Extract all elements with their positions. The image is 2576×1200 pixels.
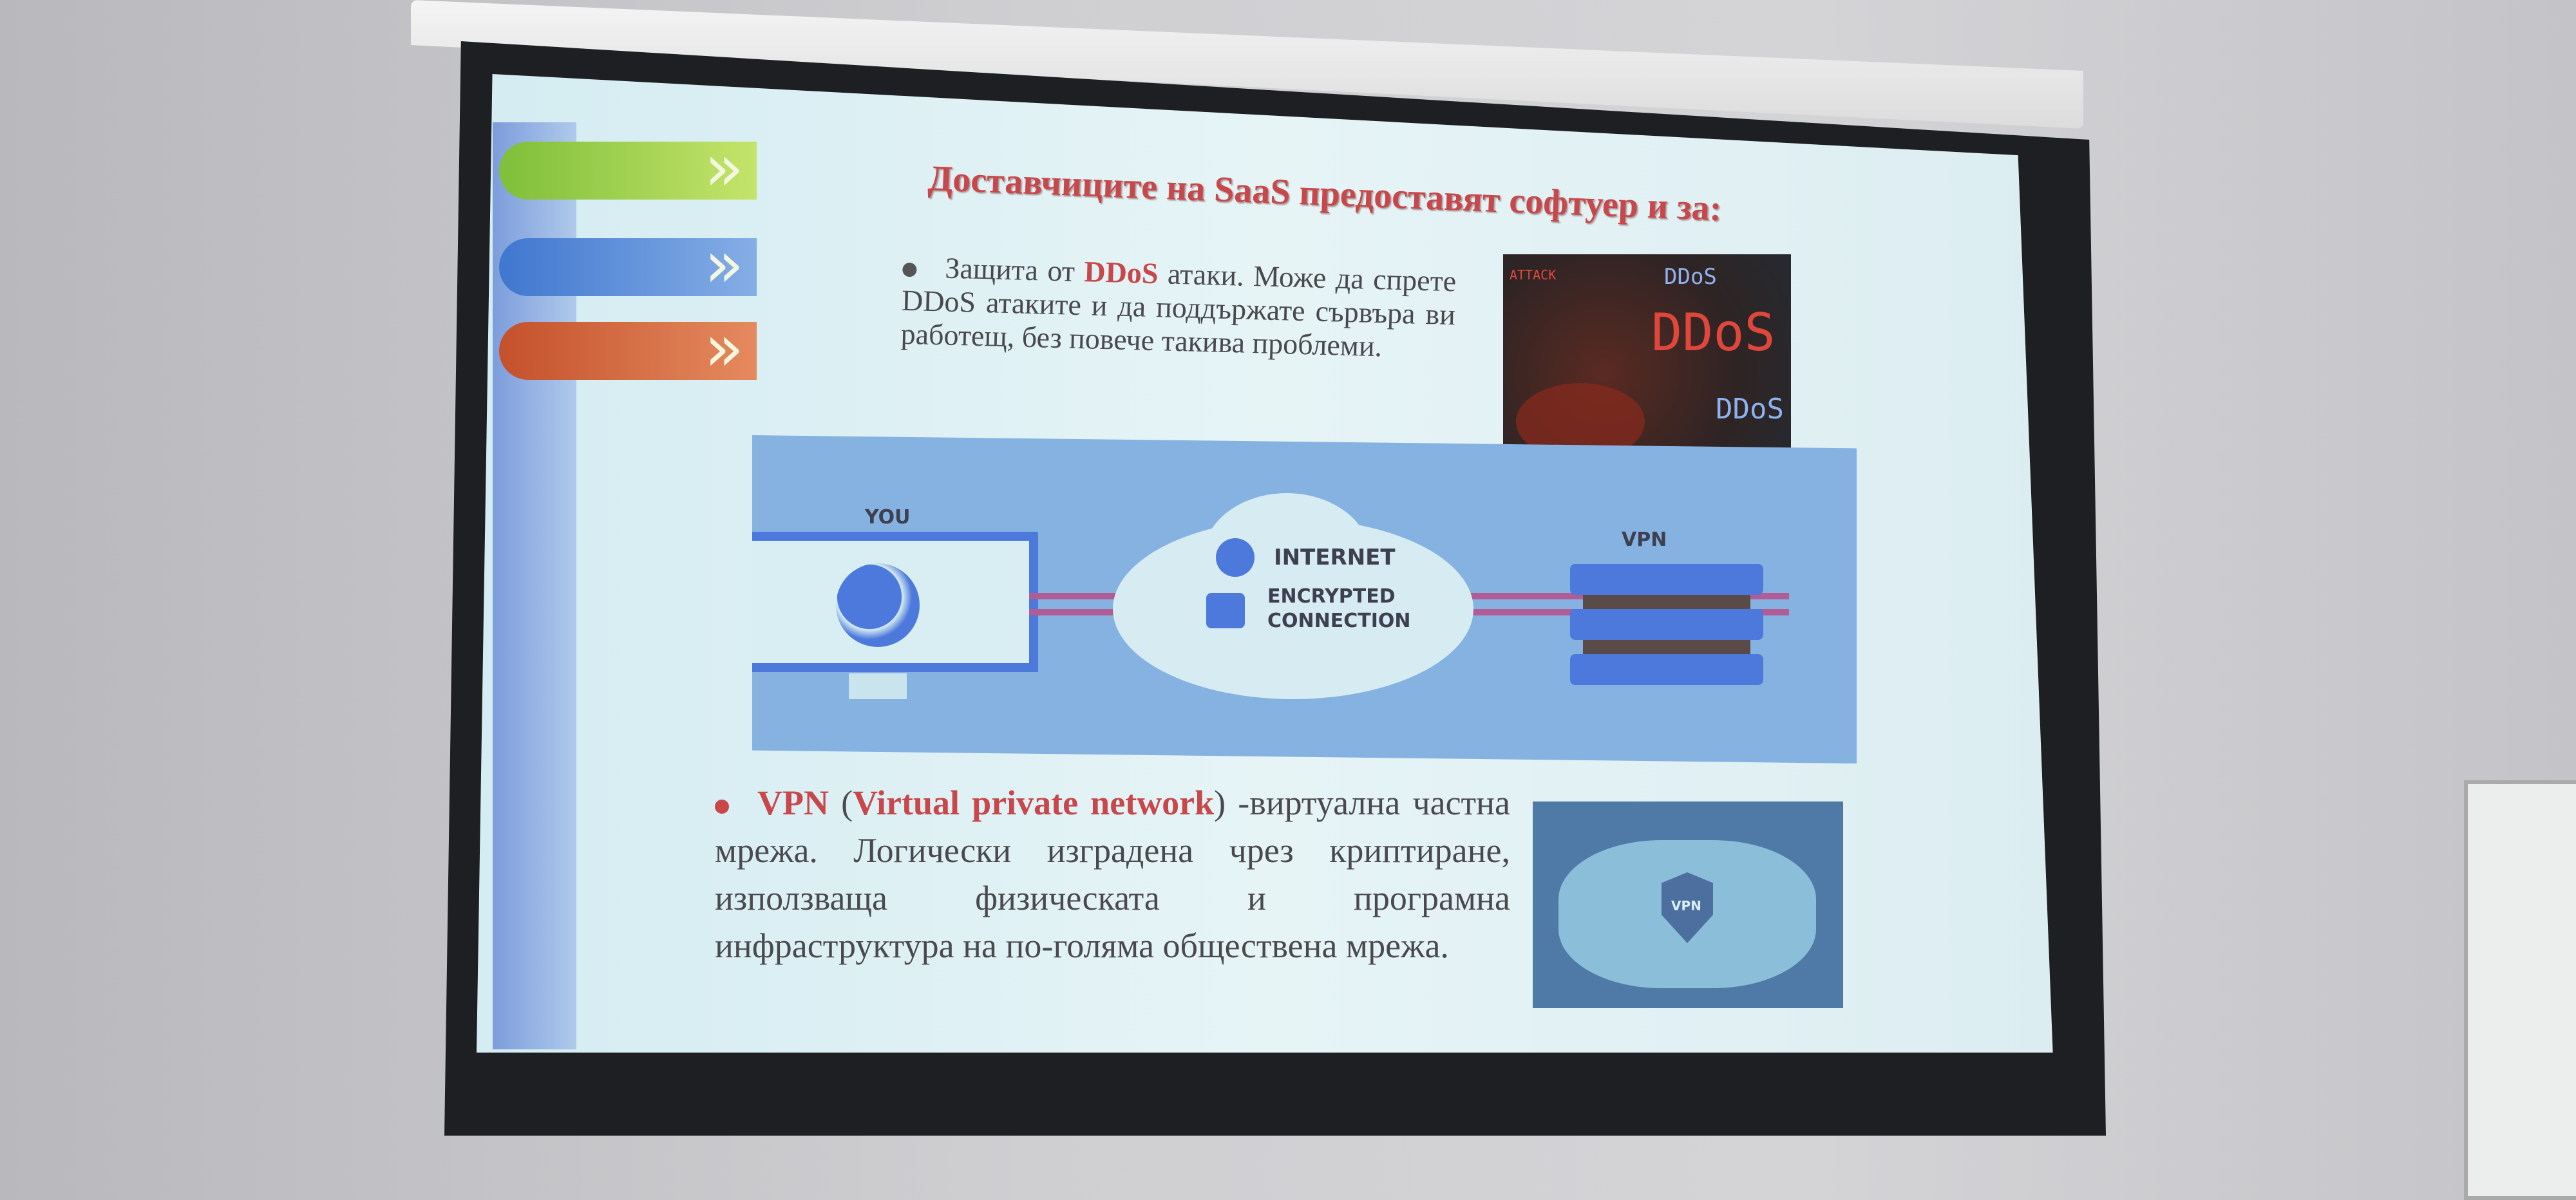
server-icon bbox=[1570, 564, 1763, 595]
label-you: YOU bbox=[865, 506, 911, 529]
label-line: CONNECTION bbox=[1267, 610, 1411, 632]
label-vpn: VPN bbox=[1622, 529, 1667, 551]
server-icon bbox=[1570, 609, 1763, 640]
highlight-virtual-private-network: Virtual private network bbox=[853, 783, 1215, 822]
server-gap bbox=[1583, 595, 1750, 609]
globe-icon bbox=[836, 563, 920, 647]
ddos-label: DDoS bbox=[1664, 264, 1717, 290]
bullet-dot bbox=[902, 263, 917, 277]
label-internet: INTERNET bbox=[1274, 545, 1396, 570]
hacker-figure bbox=[1516, 383, 1645, 452]
decor-arrow-blue bbox=[499, 227, 757, 302]
server-icon bbox=[1570, 654, 1763, 685]
highlight-ddos: DDoS bbox=[1083, 255, 1159, 290]
text: ) -виртуална частна мрежа. Логически изг… bbox=[715, 783, 1510, 965]
ddos-label: DDoS bbox=[1651, 303, 1776, 362]
vpn-world-map-image: VPN bbox=[1533, 802, 1843, 1008]
attack-label: ATTACK bbox=[1510, 267, 1557, 283]
bullet-vpn: VPN (Virtual private network) -виртуална… bbox=[715, 779, 1510, 970]
bullet-ddos: Защита от DDoS атаки. Може да спрете DDo… bbox=[900, 250, 1457, 365]
decor-arrow-orange bbox=[499, 310, 757, 386]
text: Защита от bbox=[944, 251, 1085, 288]
vpn-shield-label: VPN bbox=[1671, 898, 1701, 914]
decor-arrow-green bbox=[499, 130, 757, 205]
text: ( bbox=[828, 783, 853, 822]
bullet-dot bbox=[715, 799, 729, 814]
globe-icon bbox=[1216, 538, 1255, 577]
server-gap bbox=[1583, 640, 1750, 654]
ddos-image: DDoS DDoS DDoS ATTACK bbox=[1503, 254, 1791, 452]
computer-monitor-icon bbox=[752, 532, 1038, 672]
lock-icon bbox=[1206, 593, 1245, 628]
highlight-vpn: VPN bbox=[757, 783, 829, 822]
label-line: ENCRYPTED bbox=[1267, 585, 1396, 608]
whiteboard bbox=[2464, 780, 2576, 1200]
monitor-stand bbox=[849, 673, 907, 699]
ddos-label: DDoS bbox=[1716, 393, 1784, 426]
